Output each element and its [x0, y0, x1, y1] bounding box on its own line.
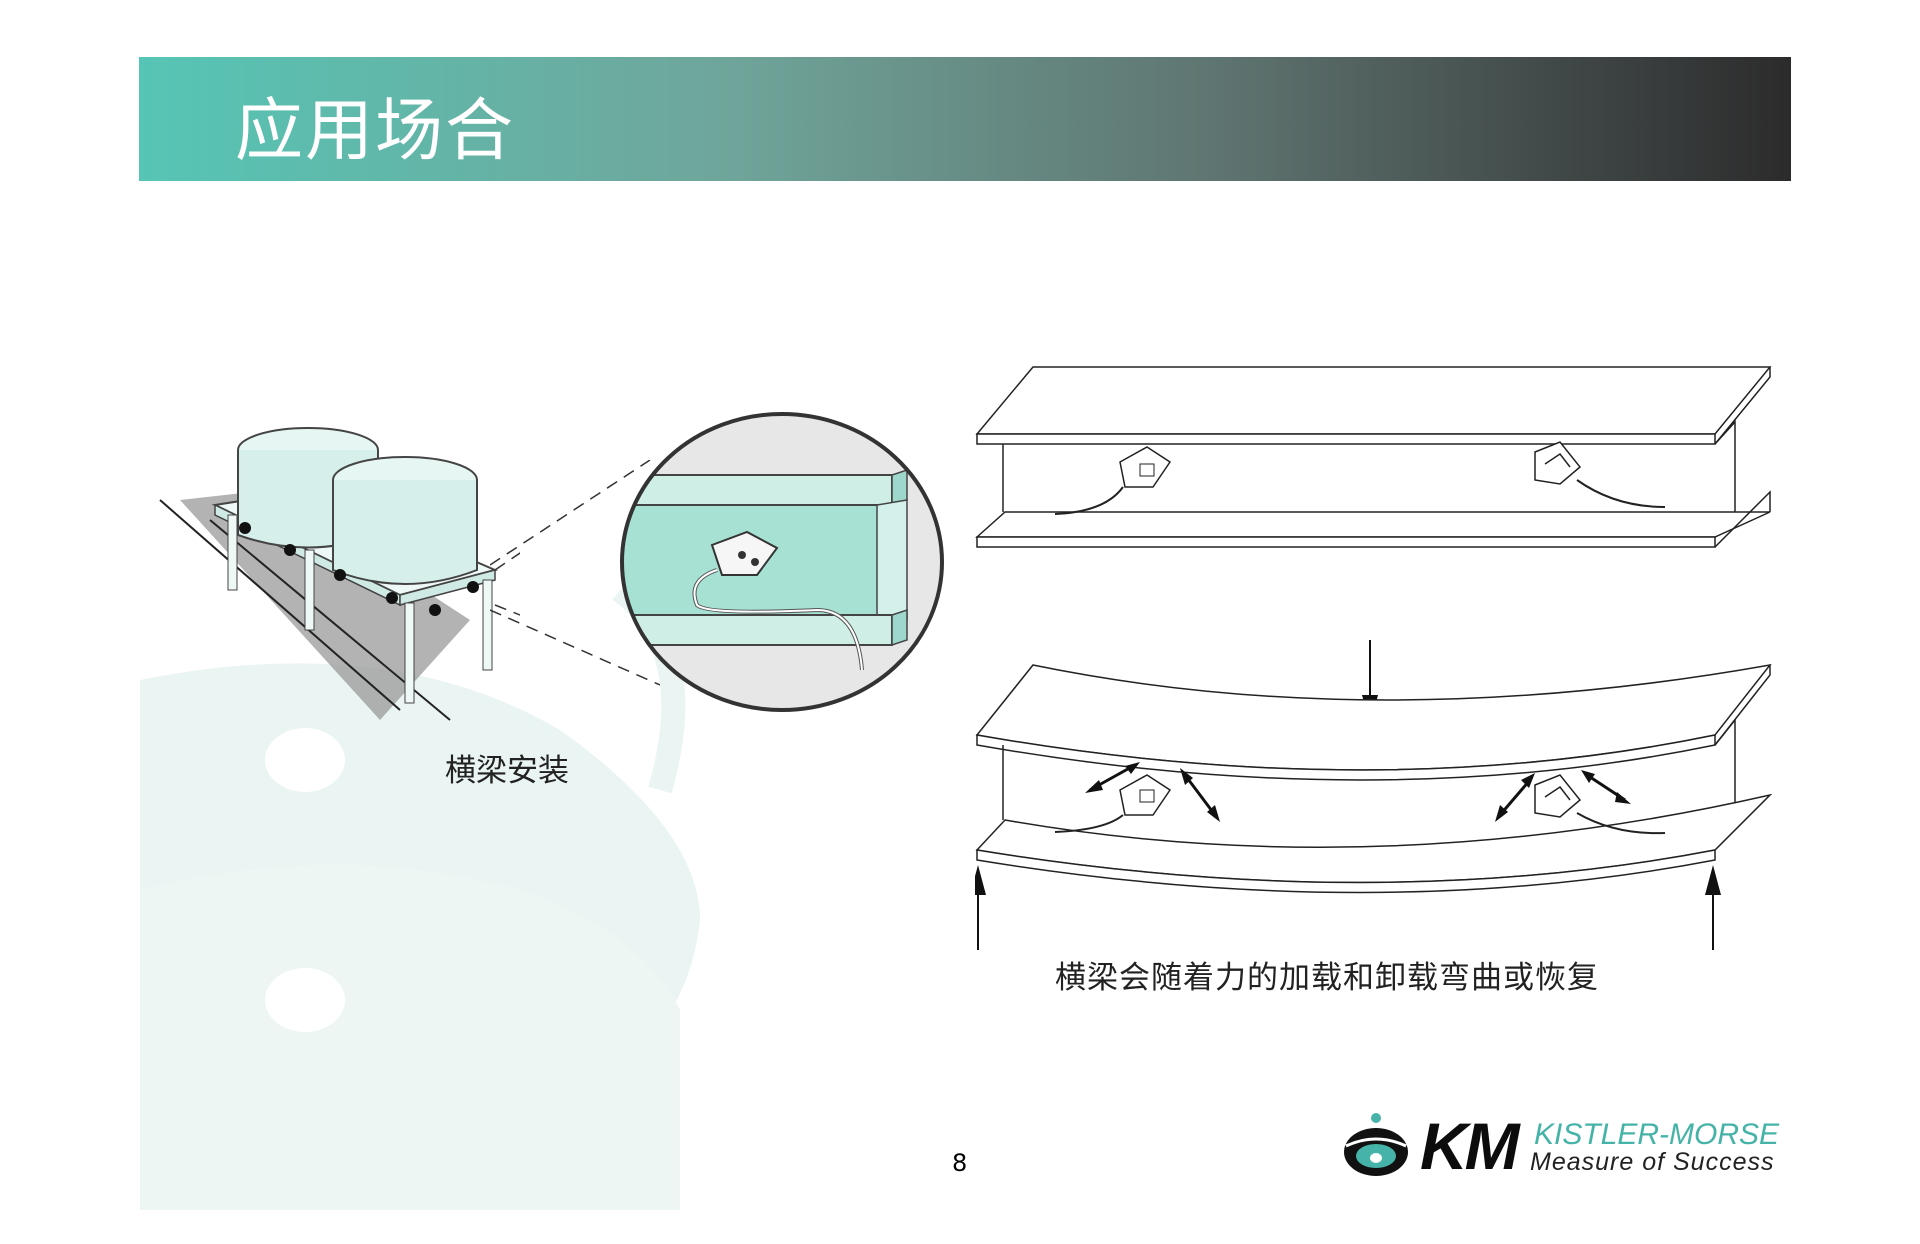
ibeam-straight-diagram: [975, 366, 1772, 548]
installation-caption: 横梁安装: [445, 753, 569, 789]
logo-tagline: Measure of Success: [1530, 1148, 1775, 1176]
page-number: 8: [952, 1149, 968, 1177]
sensor-zoom-detail: [620, 412, 944, 712]
page-title: 应用场合: [235, 92, 516, 171]
background-watermark: [140, 590, 700, 1210]
strain-sensor-icon: [1495, 770, 1666, 835]
logo-dot-icon: [1344, 1113, 1408, 1176]
bending-caption: 横梁会随着力的加载和卸载弯曲或恢复: [1055, 960, 1599, 996]
arrow-up-icon: [975, 865, 986, 950]
title-bar: 应用场合: [139, 57, 1791, 181]
callout-lines: [490, 460, 660, 686]
ibeam-bent-diagram: [975, 640, 1773, 950]
strain-sensor-icon: [1054, 446, 1172, 515]
strain-sensor-icon: [1534, 441, 1666, 508]
tank-frame-illustration: [159, 427, 520, 721]
arrow-up-icon: [1705, 865, 1721, 950]
logo-brand-name: KISTLER-MORSE: [1534, 1118, 1780, 1151]
logo-km: KM: [1420, 1109, 1520, 1183]
strain-sensor-icon: [1054, 762, 1220, 833]
